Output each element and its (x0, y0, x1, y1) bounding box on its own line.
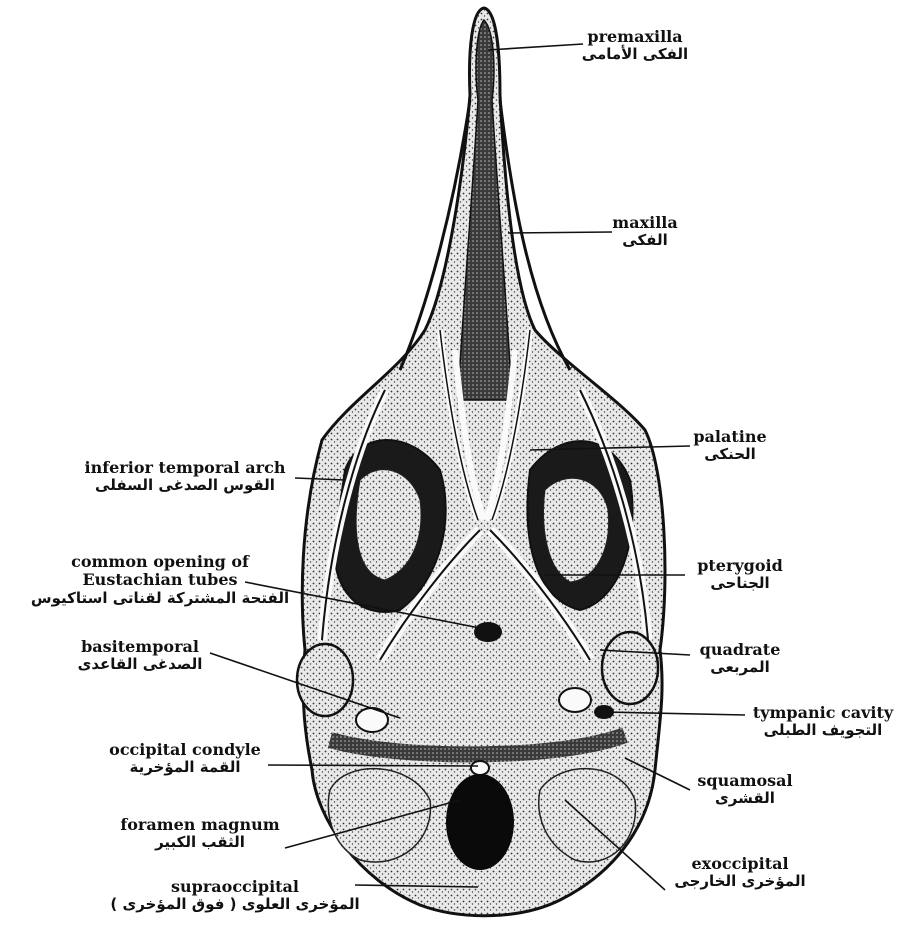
label-tympanic-cavity: tympanic cavity التجويف الطبلى (740, 704, 906, 740)
label-basitemporal-ar: الصدغى القاعدى (60, 656, 220, 673)
label-pterygoid: pterygoid الجناحى (680, 557, 800, 593)
label-eustachian: common opening of Eustachian tubes الفتح… (0, 553, 320, 607)
label-occipital-condyle-en: occipital condyle (85, 741, 285, 759)
label-premaxilla: premaxilla الفكى الأمامى (570, 28, 700, 64)
label-pterygoid-en: pterygoid (680, 557, 800, 575)
label-premaxilla-en: premaxilla (570, 28, 700, 46)
label-premaxilla-ar: الفكى الأمامى (570, 46, 700, 63)
label-occipital-condyle: occipital condyle القمة المؤخرية (85, 741, 285, 777)
label-eustachian-ar: الفتحة المشتركة لقناتى استاكيوس (0, 590, 320, 607)
label-squamosal-en: squamosal (685, 772, 805, 790)
leader-condyle (268, 765, 478, 766)
label-foramen-magnum-ar: الثقب الكبير (110, 834, 290, 851)
label-maxilla-en: maxilla (590, 214, 700, 232)
label-basitemporal-en: basitemporal (60, 638, 220, 656)
label-foramen-magnum: foramen magnum الثقب الكبير (110, 816, 290, 852)
foramen-magnum-shape (446, 774, 514, 870)
label-inferior-temporal-arch-en: inferior temporal arch (70, 459, 300, 477)
label-exoccipital: exoccipital المؤخرى الخارجى (655, 855, 825, 891)
label-eustachian-en1: common opening of (0, 553, 320, 571)
occipital-condyle-shape (471, 761, 489, 775)
label-tympanic-cavity-ar: التجويف الطبلى (740, 722, 906, 739)
left-tympanic (297, 644, 353, 716)
label-squamosal: squamosal القشرى (685, 772, 805, 808)
eustachian-opening (474, 622, 502, 642)
label-squamosal-ar: القشرى (685, 790, 805, 807)
label-occipital-condyle-ar: القمة المؤخرية (85, 759, 285, 776)
label-quadrate-ar: المربعى (680, 659, 800, 676)
label-supraoccipital-en: supraoccipital (105, 878, 365, 896)
label-inferior-temporal-arch-ar: القوس الصدغى السفلى (70, 477, 300, 494)
label-quadrate: quadrate المربعى (680, 641, 800, 677)
label-supraoccipital: supraoccipital المؤخرى العلوى ( فوق المؤ… (105, 878, 365, 914)
label-maxilla-ar: الفكى (590, 232, 700, 249)
label-palatine-en: palatine (675, 428, 785, 446)
label-palatine: palatine الحنكى (675, 428, 785, 464)
label-quadrate-en: quadrate (680, 641, 800, 659)
label-pterygoid-ar: الجناحى (680, 575, 800, 592)
label-eustachian-en2: Eustachian tubes (0, 571, 320, 589)
label-maxilla: maxilla الفكى (590, 214, 700, 250)
label-tympanic-cavity-en: tympanic cavity (740, 704, 906, 722)
label-supraoccipital-ar: المؤخرى العلوى ( فوق المؤخرى ) (105, 896, 365, 913)
label-inferior-temporal-arch: inferior temporal arch القوس الصدغى السف… (70, 459, 300, 495)
label-exoccipital-en: exoccipital (655, 855, 825, 873)
label-basitemporal: basitemporal الصدغى القاعدى (60, 638, 220, 674)
leader-premaxilla (488, 44, 583, 50)
label-exoccipital-ar: المؤخرى الخارجى (655, 873, 825, 890)
label-palatine-ar: الحنكى (675, 446, 785, 463)
label-foramen-magnum-en: foramen magnum (110, 816, 290, 834)
right-tympanic (602, 632, 658, 704)
